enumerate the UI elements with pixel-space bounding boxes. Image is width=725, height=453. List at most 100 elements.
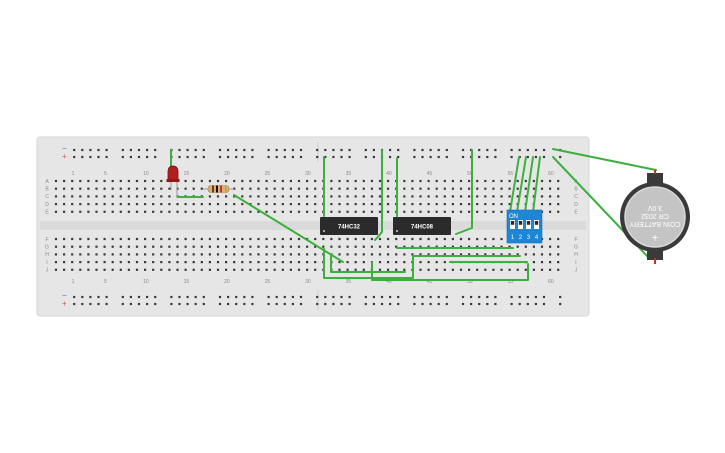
hole-f <box>387 237 390 241</box>
resistor-band-4 <box>225 185 227 193</box>
hole-top-rail <box>494 148 497 152</box>
hole-top-rail <box>202 155 205 159</box>
hole-bottom-rail <box>154 295 157 299</box>
hole-bottom-rail <box>461 295 465 299</box>
hole-i <box>273 261 276 264</box>
hole-d <box>257 203 260 206</box>
hole-e <box>160 210 163 213</box>
wire-switch-4[interactable] <box>532 156 541 213</box>
wire-battery-plus[interactable] <box>552 148 657 171</box>
hole-j <box>532 268 535 271</box>
hole-top-rail <box>186 155 189 159</box>
wire-switch-1[interactable] <box>509 156 520 213</box>
hole-d <box>71 203 74 206</box>
hole-h <box>54 253 58 256</box>
resistor[interactable] <box>203 185 234 193</box>
hole-j <box>176 268 179 271</box>
coin-battery[interactable]: COIN BATTERY CR 2032 3.0V + <box>620 170 690 264</box>
hole-f <box>451 237 454 241</box>
hole-i <box>103 261 106 264</box>
hole-bottom-rail <box>283 302 286 306</box>
hole-top-rail <box>243 155 246 159</box>
hole-c <box>273 195 276 198</box>
hole-h <box>387 253 390 256</box>
hole-h <box>273 253 276 256</box>
hole-a <box>63 179 66 183</box>
wire-bottom-loop-1[interactable] <box>323 248 414 279</box>
hole-a <box>127 179 130 183</box>
hole-b <box>362 187 365 190</box>
hole-c <box>459 195 463 198</box>
hole-c <box>103 195 106 198</box>
led[interactable] <box>166 165 180 197</box>
battery-label-line1: COIN BATTERY <box>629 220 680 227</box>
wire-bottom-loop-3[interactable] <box>371 261 529 281</box>
hole-g <box>281 245 284 248</box>
hole-c <box>362 195 365 198</box>
hole-b <box>192 187 195 190</box>
wire-switch-2[interactable] <box>516 156 527 213</box>
hole-bottom-rail <box>105 302 108 306</box>
hole-a <box>184 179 187 183</box>
hole-top-rail <box>275 148 278 152</box>
hole-b <box>403 187 406 190</box>
hole-a <box>103 179 106 183</box>
hole-b <box>370 187 373 190</box>
hole-bottom-rail <box>348 302 351 306</box>
hole-h <box>516 253 519 256</box>
hole-i <box>192 261 195 264</box>
row-label-b-left: B <box>45 187 49 193</box>
hole-h <box>152 253 155 256</box>
hole-b <box>314 187 317 190</box>
hole-b <box>63 187 66 190</box>
hole-bottom-rail <box>267 302 270 306</box>
hole-bottom-rail <box>510 295 513 299</box>
hole-d <box>160 203 163 206</box>
hole-d <box>338 203 341 206</box>
hole-i <box>176 261 179 264</box>
hole-bottom-rail <box>486 295 489 299</box>
hole-f <box>370 237 373 241</box>
chip-74hc08[interactable]: 74HC08 <box>393 217 451 235</box>
hole-bottom-rail <box>129 302 132 306</box>
hole-top-rail <box>202 148 205 152</box>
hole-f <box>265 237 268 241</box>
hole-c <box>427 195 430 198</box>
chip-74hc08-body <box>393 217 451 235</box>
led-body <box>167 165 179 181</box>
hole-i <box>265 261 268 264</box>
hole-a <box>306 179 309 183</box>
hole-e <box>95 210 98 213</box>
hole-top-rail <box>534 148 537 152</box>
hole-i <box>362 261 365 264</box>
hole-j <box>225 268 228 271</box>
hole-g <box>152 245 155 248</box>
led-rim <box>166 179 180 182</box>
hole-top-rail <box>97 148 100 152</box>
hole-f <box>241 237 244 241</box>
hole-j <box>387 268 390 271</box>
wire-chip2-out[interactable] <box>455 149 473 235</box>
hole-e <box>362 210 365 213</box>
wire-chip1-chip2[interactable] <box>374 149 383 241</box>
hole-f <box>468 237 471 241</box>
hole-j <box>403 268 406 271</box>
hole-f <box>184 237 187 241</box>
hole-j <box>338 268 341 271</box>
hole-b <box>111 187 114 190</box>
chip-74hc32[interactable]: 74HC32 <box>320 217 378 235</box>
hole-bottom-rail <box>389 302 392 306</box>
hole-h <box>103 253 106 256</box>
hole-f <box>354 237 357 241</box>
hole-g <box>468 245 471 248</box>
hole-top-rail <box>267 148 270 152</box>
hole-i <box>87 261 90 264</box>
hole-c <box>135 195 139 198</box>
wire-switch-3[interactable] <box>524 156 534 213</box>
hole-top-rail <box>218 155 222 159</box>
hole-bottom-rail <box>316 295 319 299</box>
wire-bottom-loop-2[interactable] <box>330 255 406 273</box>
column-number-top-60: 60 <box>548 171 554 177</box>
hole-d <box>265 203 268 206</box>
